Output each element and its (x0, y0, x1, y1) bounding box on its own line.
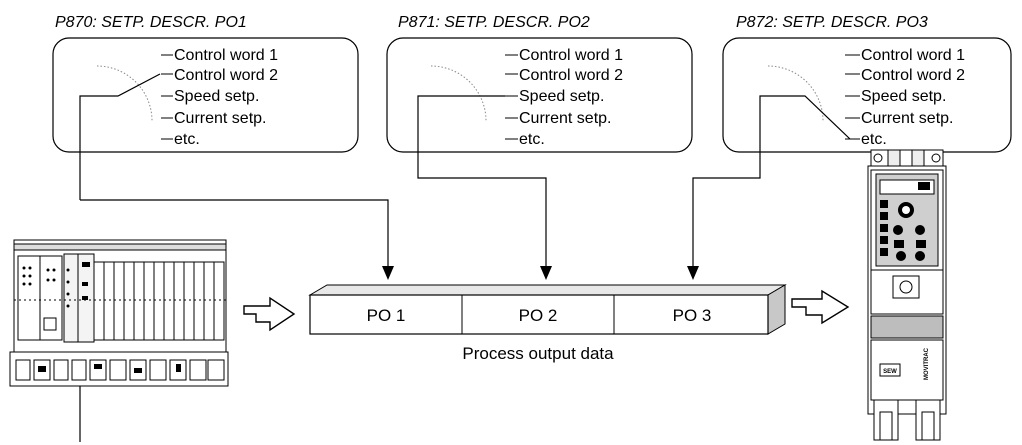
option-control-word-1: Control word 1 (519, 47, 623, 64)
hollow-right-arrow-icon (791, 289, 850, 325)
block-top-face (308, 284, 787, 296)
option-current-setp: Current setp. (861, 110, 953, 127)
option-current-setp: Current setp. (174, 110, 266, 127)
inverter-brand-logo: SEW (883, 369, 897, 375)
connector-lines (79, 140, 761, 442)
block-front-face (309, 294, 769, 335)
parameter-title: P872: SETP. DESCR. PO3 (736, 14, 928, 31)
connector-po2 (417, 140, 547, 266)
option-ticks (845, 54, 860, 140)
inverter-model-label: MOVITRAC (924, 347, 930, 380)
selector-arc (96, 65, 153, 123)
arrowhead-po3 (687, 266, 699, 280)
selector-arc (430, 65, 487, 123)
inverter-unit-icon (867, 149, 947, 441)
option-etc: etc. (861, 131, 887, 148)
option-control-word-2: Control word 2 (174, 67, 278, 84)
po3-label: PO 3 (673, 306, 712, 325)
option-speed-setp: Speed setp. (519, 88, 604, 105)
parameter-frame (52, 37, 359, 153)
selector-arc (767, 65, 824, 123)
connector-po3 (692, 140, 761, 266)
po2-label: PO 2 (519, 306, 558, 325)
parameter-title: P871: SETP. DESCR. PO2 (398, 14, 590, 31)
parameter-p872: P872: SETP. DESCR. PO3 Control word 1 Co… (722, 14, 1012, 153)
option-speed-setp: Speed setp. (861, 88, 946, 105)
arrowheads (382, 266, 699, 280)
parameter-frame (722, 37, 1012, 153)
hollow-right-arrow-icon (243, 296, 296, 332)
option-etc: etc. (519, 131, 545, 148)
arrowhead-po1 (382, 266, 394, 280)
selector-pointer (79, 73, 161, 200)
po1-label: PO 1 (367, 306, 406, 325)
selector-pointer (417, 95, 505, 140)
selector-pointer (759, 95, 851, 140)
option-etc: etc. (174, 131, 200, 148)
option-speed-setp: Speed setp. (174, 88, 259, 105)
arrowhead-po2 (540, 266, 552, 280)
option-control-word-2: Control word 2 (861, 67, 965, 84)
process-output-block: PO 1 PO 2 PO 3 Process output data (308, 284, 787, 363)
option-ticks (505, 54, 518, 140)
option-control-word-1: Control word 1 (174, 47, 278, 64)
process-output-caption: Process output data (462, 344, 614, 363)
option-control-word-2: Control word 2 (519, 67, 623, 84)
parameter-p870: P870: SETP. DESCR. PO1 Control word 1 Co… (52, 14, 359, 200)
parameter-title: P870: SETP. DESCR. PO1 (55, 14, 247, 31)
plc-rack-icon (9, 239, 229, 387)
connector-po1 (80, 199, 389, 266)
parameter-p871: P871: SETP. DESCR. PO2 Control word 1 Co… (386, 14, 693, 153)
option-current-setp: Current setp. (519, 110, 611, 127)
parameter-frame (386, 37, 693, 153)
option-control-word-1: Control word 1 (861, 47, 965, 64)
option-ticks (161, 54, 173, 140)
